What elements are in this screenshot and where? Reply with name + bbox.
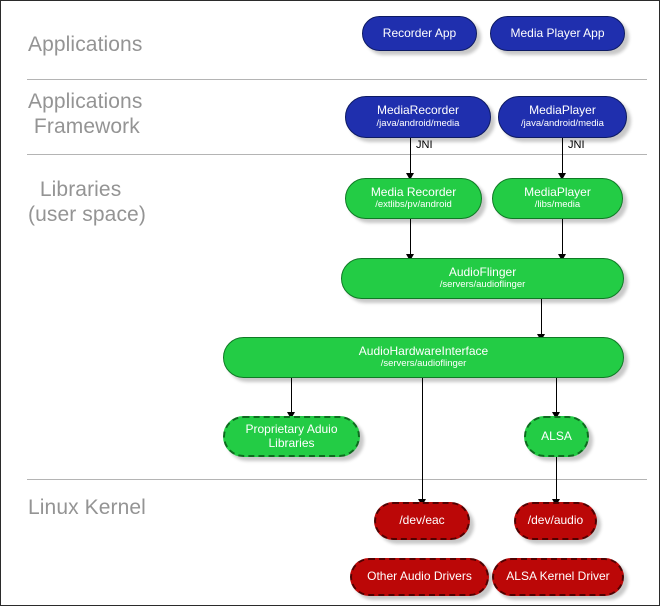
node-mediaplayer-framework-path: /java/android/media — [521, 117, 604, 129]
node-audiohardwareinterface-title: AudioHardwareInterface — [358, 343, 489, 358]
divider-applications — [27, 79, 647, 80]
node-proprietary-audio-libs-title: Proprietary Aduio — [245, 422, 338, 437]
node-media-recorder-lib[interactable]: Media Recorder /extlibs/pv/android — [345, 178, 482, 219]
node-audioflinger-path: /servers/audioflinger — [439, 279, 526, 291]
node-recorder-app[interactable]: Recorder App — [362, 16, 477, 51]
node-mediarecorder-framework[interactable]: MediaRecorder /java/android/media — [345, 96, 491, 138]
node-mediaplayer-lib-title: MediaPlayer — [524, 184, 591, 199]
connector-mediaplayer-lib-to-audioflinger — [562, 219, 563, 257]
node-media-recorder-lib-path: /extlibs/pv/android — [375, 199, 452, 211]
node-proprietary-audio-libs[interactable]: Proprietary Aduio Libraries — [223, 416, 360, 457]
node-mediarecorder-framework-path: /java/android/media — [376, 117, 460, 129]
edge-label-jni-right: JNI — [568, 139, 585, 151]
node-alsa-kernel-driver-title: ALSA Kernel Driver — [506, 569, 610, 584]
arrowhead-mediaplayer-lib — [558, 173, 566, 180]
node-mediaplayer-framework[interactable]: MediaPlayer /java/android/media — [498, 96, 627, 138]
divider-libraries — [27, 479, 647, 480]
node-alsa-title: ALSA — [541, 428, 572, 443]
node-audiohardwareinterface-path: /servers/audioflinger — [380, 358, 467, 370]
arrowhead-media-recorder-lib — [406, 173, 414, 180]
node-mediaplayer-framework-title: MediaPlayer — [529, 103, 596, 118]
node-mediarecorder-framework-title: MediaRecorder — [376, 103, 460, 118]
node-dev-audio-title: /dev/audio — [527, 513, 584, 528]
node-alsa-kernel-driver[interactable]: ALSA Kernel Driver — [492, 558, 624, 596]
node-recorder-app-title: Recorder App — [382, 25, 457, 40]
node-mediaplayer-lib[interactable]: MediaPlayer /libs/media — [492, 178, 623, 219]
connector-audiohardwareinterface-to-alsa — [556, 377, 557, 415]
connector-alsa-to-dev-audio — [556, 457, 557, 502]
connector-audiohardwareinterface-to-proprietary-audio-libs — [291, 377, 292, 415]
node-audioflinger[interactable]: AudioFlinger /servers/audioflinger — [341, 258, 624, 299]
section-label-applications: Applications — [28, 33, 143, 56]
edge-label-jni-left: JNI — [416, 139, 433, 151]
node-dev-audio[interactable]: /dev/audio — [514, 502, 597, 540]
divider-applications-framework — [27, 154, 647, 155]
node-media-player-app-title: Media Player App — [510, 25, 605, 40]
section-label-linux-kernel: Linux Kernel — [28, 496, 146, 519]
section-label-libraries: Libraries (user space) — [28, 178, 146, 226]
connector-mediaplayer-to-mediaplayer-lib — [562, 137, 563, 176]
node-audioflinger-title: AudioFlinger — [448, 264, 517, 279]
node-other-audio-drivers[interactable]: Other Audio Drivers — [350, 558, 489, 596]
connector-audiohardwareinterface-to-dev-eac — [422, 377, 423, 502]
node-dev-eac[interactable]: /dev/eac — [374, 502, 470, 540]
section-label-applications-framework: Applications Framework — [28, 90, 143, 138]
connector-mediarecorder-to-media-recorder-lib — [410, 137, 411, 176]
node-media-recorder-lib-title: Media Recorder — [370, 184, 457, 199]
node-other-audio-drivers-title: Other Audio Drivers — [367, 569, 472, 584]
connector-media-recorder-lib-to-audioflinger — [410, 219, 411, 257]
connector-audioflinger-to-audiohardwareinterface — [541, 299, 542, 337]
node-alsa[interactable]: ALSA — [524, 416, 589, 457]
node-audiohardwareinterface[interactable]: AudioHardwareInterface /servers/audiofli… — [223, 337, 624, 378]
node-mediaplayer-lib-path: /libs/media — [534, 199, 581, 211]
node-proprietary-audio-libs-subtitle: Libraries — [268, 435, 315, 450]
node-media-player-app[interactable]: Media Player App — [490, 16, 625, 51]
node-dev-eac-title: /dev/eac — [399, 513, 445, 528]
